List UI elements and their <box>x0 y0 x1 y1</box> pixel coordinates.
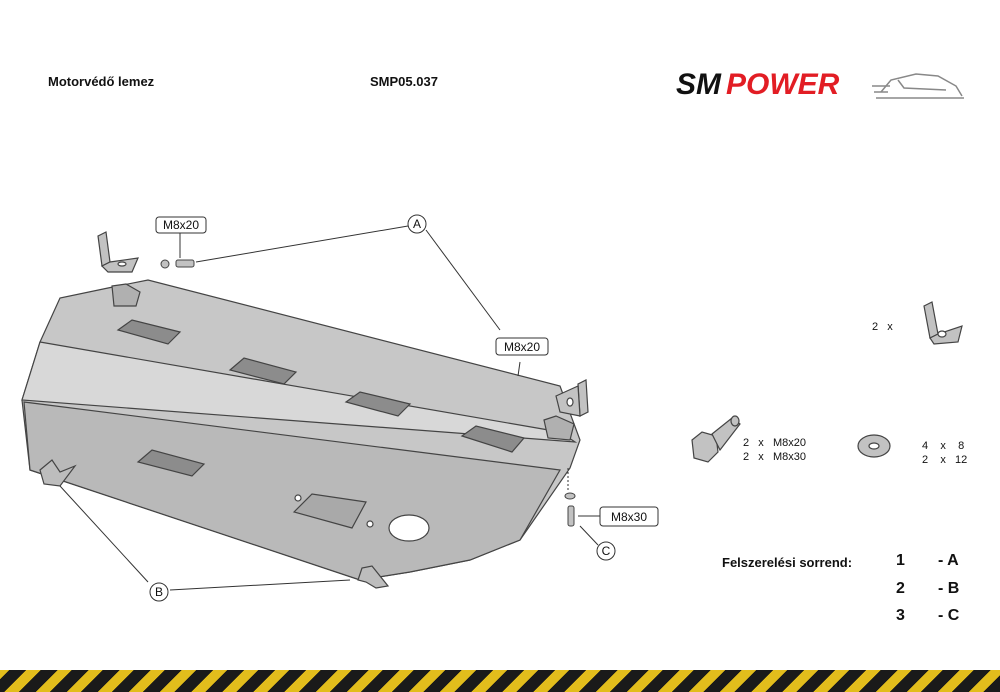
bracket-left <box>97 231 139 273</box>
label-bolt-top: M8x20 <box>155 216 207 234</box>
svg-text:M8x30: M8x30 <box>611 510 647 524</box>
sequence-step-3-number: 3 <box>896 607 905 624</box>
callout-b: B <box>149 582 169 602</box>
car-silhouette-icon <box>872 73 964 99</box>
svg-text:C: C <box>602 544 611 558</box>
bolt-top <box>160 259 195 269</box>
sequence-step-1-number: 1 <box>896 552 905 569</box>
svg-text:M8x20: M8x20 <box>163 218 199 232</box>
bracket-part-icon <box>923 301 963 345</box>
svg-text:A: A <box>413 217 421 231</box>
sequence-step-1-letter: - A <box>938 552 959 569</box>
bracket-right <box>555 379 589 417</box>
washer-quantity-12: 2 x 12 <box>922 454 968 466</box>
callout-c: C <box>596 541 616 561</box>
washer-quantity-8: 4 x 8 <box>922 440 965 452</box>
svg-text:M8x20: M8x20 <box>504 340 540 354</box>
bolt-bottom <box>564 492 576 527</box>
smpower-logo: SM POWER <box>676 68 964 101</box>
sequence-step-3-letter: - C <box>938 607 960 624</box>
page-title: Motorvédő lemez <box>48 74 155 89</box>
washer-part-icon <box>857 434 891 458</box>
sequence-step-2-number: 2 <box>896 580 905 597</box>
bolt-quantity-m8x30: 2 x M8x30 <box>743 451 806 463</box>
skid-plate <box>21 279 581 589</box>
bolt-quantity-m8x20: 2 x M8x20 <box>743 437 806 449</box>
label-bolt-right: M8x20 <box>495 337 549 356</box>
logo-sm: SM <box>676 68 722 101</box>
svg-text:B: B <box>155 585 163 599</box>
label-bolt-bottom: M8x30 <box>599 506 659 527</box>
hazard-stripe <box>0 670 1000 692</box>
sequence-step-2-letter: - B <box>938 580 960 597</box>
callout-a: A <box>407 214 427 234</box>
logo-power: POWER <box>726 68 840 101</box>
bolt-part-icon <box>691 415 741 463</box>
bracket-quantity: 2 x <box>872 321 893 333</box>
part-code: SMP05.037 <box>370 74 438 89</box>
installation-order-label: Felszerelési sorrend: <box>722 555 853 570</box>
